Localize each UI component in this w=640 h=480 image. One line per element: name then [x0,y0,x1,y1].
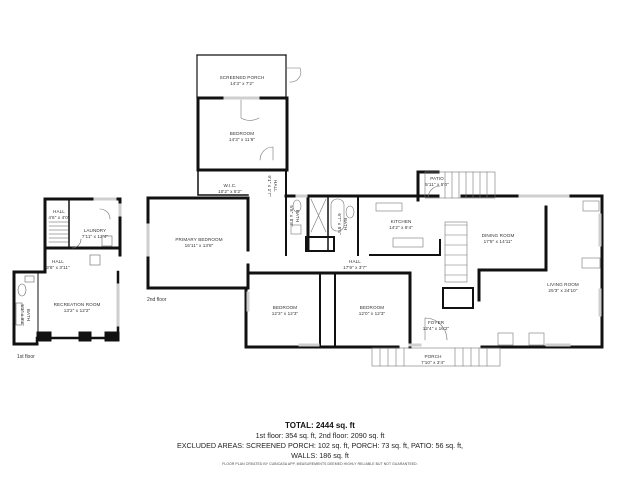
room-dimensions: 4'6" x 4'0" [48,215,70,220]
room-name: BEDROOM [359,305,385,310]
room-dimensions: 14'3" x 7'2" [230,81,254,86]
room-label-primary-bedroom: PRIMARY BEDROOM 16'11" x 13'8" [175,237,222,249]
area-summary: TOTAL: 2444 sq. ft 1st floor: 354 sq. ft… [0,421,640,461]
room-name: HALL [349,259,361,264]
room-dimensions: 12'4" x 16'2" [422,326,450,331]
room-label-kitchen: KITCHEN 14'2" x 8'4" [389,219,413,231]
room-name: BATH [26,308,31,322]
floor-areas: 1st floor: 354 sq. ft, 2nd floor: 2090 s… [255,431,385,440]
room-label-dining-room: DINING ROOM 17'5" x 14'11" [482,233,515,245]
first-floor-stairs [48,221,69,243]
room-name: RECREATION ROOM [53,302,101,307]
second-floor-windows [146,96,602,347]
room-name: BATH [343,217,348,231]
room-label-bath-a: BATH 5'8" x 8'8" [288,205,300,226]
first-floor-walls [12,197,122,346]
room-dimensions: 3'6" x 3'11" [46,265,70,270]
room-name: FOYER [427,320,445,325]
room-dimensions: 5'3" x 9'3" [20,304,25,326]
room-dimensions: 5'11" x 5'0" [425,182,449,187]
first-floor-fixtures [15,208,113,326]
room-label-hall-main: HALL 17'9" x 3'7" [343,259,367,271]
disclaimer: FLOOR PLAN CREATED BY CUBICASA APP. MEAS… [222,462,418,466]
room-name: PRIMARY BEDROOM [175,237,223,242]
room-name: PORCH [424,354,442,359]
room-label-bath-b: BATH 6'7" x 8'6" [336,213,348,234]
room-label-bedroom-north: BEDROOM 14'3" x 11'6" [229,131,255,143]
room-name: HALL [53,209,65,214]
room-name: HALL [273,180,278,192]
room-label-laundry: LAUNDRY 7'11" x 12'4" [82,228,108,240]
room-label-patio: PATIO 5'11" x 5'0" [425,176,449,188]
excluded-areas: EXCLUDED AREAS: SCREENED PORCH: 102 sq. … [176,441,464,450]
room-name: SCREENED PORCH [219,75,265,80]
floor-label-2nd: 2nd floor [147,297,167,303]
room-label-recreation-room: RECREATION ROOM 13'2" x 12'2" [54,302,101,314]
room-dimensions: 17'9" x 3'7" [343,265,367,270]
room-label-wic: W.I.C. 10'2" x 5'2" [218,183,242,195]
room-dimensions: 9'1" x 1'7" [267,175,272,197]
second-floor-fixtures [240,67,601,367]
room-name: HALL [52,259,64,264]
room-dimensions: 12'0" x 12'3" [358,311,386,316]
room-name: DINING ROOM [481,233,515,238]
room-label-bedroom-east: BEDROOM 12'0" x 12'3" [359,305,386,317]
room-dimensions: 10'2" x 5'2" [218,189,242,194]
room-label-bedroom-west: BEDROOM 12'3" x 12'3" [272,305,299,317]
room-dimensions: 25'3" x 24'10" [548,288,578,293]
room-label-hall-vertical: HALL 9'1" x 1'7" [266,175,278,196]
room-label-foyer: FOYER 12'4" x 16'2" [423,320,450,332]
room-label-hall-1: HALL 4'6" x 4'0" [48,209,69,221]
total-area: TOTAL: 2444 sq. ft [285,421,355,430]
room-dimensions: 14'3" x 11'6" [228,137,256,142]
first-floor-windows [93,197,122,327]
room-dimensions: 12'3" x 12'3" [271,311,299,316]
room-name: BEDROOM [272,305,298,310]
room-name: KITCHEN [390,219,412,224]
room-label-living-room: LIVING ROOM 25'3" x 24'10" [547,282,579,294]
room-dimensions: 6'7" x 8'6" [337,213,342,235]
room-label-screened-porch: SCREENED PORCH 14'3" x 7'2" [220,75,265,87]
second-floor-walls [146,54,604,349]
room-name: BATH [295,209,300,223]
room-label-hall-2: HALL 3'6" x 3'11" [46,259,70,271]
room-name: W.I.C. [223,183,237,188]
room-name: PATIO [430,176,444,181]
room-label-porch: PORCH 7'10" x 3'4" [421,354,445,366]
room-dimensions: 7'11" x 12'4" [81,234,109,239]
room-dimensions: 16'11" x 13'8" [184,243,214,248]
second-floor-stairs [444,221,468,283]
room-dimensions: 5'8" x 8'8" [289,205,294,227]
room-label-bath-1st: BATH 5'3" x 9'3" [19,304,31,325]
walls-area: WALLS: 186 sq. ft [291,451,349,460]
room-dimensions: 14'2" x 8'4" [389,225,413,230]
room-name: BEDROOM [229,131,255,136]
room-dimensions: 7'10" x 3'4" [421,360,445,365]
floor-label-1st: 1st floor [17,354,35,360]
room-name: LIVING ROOM [547,282,579,287]
room-name: LAUNDRY [83,228,107,233]
room-dimensions: 17'5" x 14'11" [483,239,513,244]
room-dimensions: 13'2" x 12'2" [63,308,91,313]
